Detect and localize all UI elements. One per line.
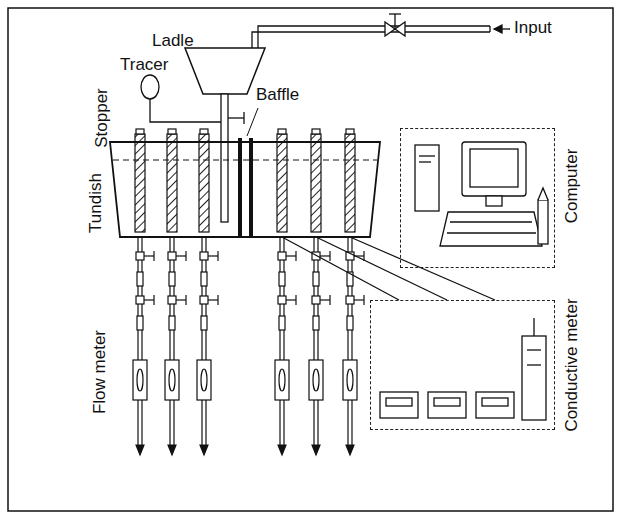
stopper-knob [200,129,208,134]
part-label: Flow meter [91,330,110,414]
stopper-rod [277,134,287,232]
stopper-rod [345,134,355,232]
ladle-vessel [185,48,265,94]
conductivity-meters [380,318,546,420]
part-label: Tracer [120,56,169,75]
baffle-plate [238,108,258,237]
stopper-knob [168,129,176,134]
outlet-line [165,237,186,455]
stopper-knob [136,129,144,134]
equipment-box: Computer [400,128,555,268]
computer-set [415,142,548,246]
input-pipe [252,14,510,48]
stopper-rod [199,134,209,232]
outlet-line [343,237,364,455]
equipment-box: Conductive meter [370,300,555,430]
node-label: Conductive meter [562,298,581,431]
outlet-line [275,237,296,455]
outlet-line [197,237,218,455]
stopper-rod [167,134,177,232]
stopper-rod [311,134,321,232]
stopper-knob [312,129,320,134]
outlet-lines [133,237,364,455]
tracer-injector [141,75,221,122]
stopper-knob [346,129,354,134]
part-label: Ladle [152,32,194,51]
outlet-line [309,237,330,455]
part-label: Baffle [256,86,299,105]
part-label: Input [514,19,552,38]
stopper-rod [135,134,145,232]
node-label: Tundish [86,173,105,233]
node-label: Computer [562,148,581,223]
frame [8,8,613,511]
stopper-knob [278,129,286,134]
stopper-rods [135,129,355,232]
signal-wire [350,237,495,300]
tundish-vessel: Tundish [110,142,380,237]
signal-wire [316,237,447,300]
part-label: Stopper [93,88,112,148]
tundish-outline [110,142,380,237]
outlet-line [133,237,154,455]
